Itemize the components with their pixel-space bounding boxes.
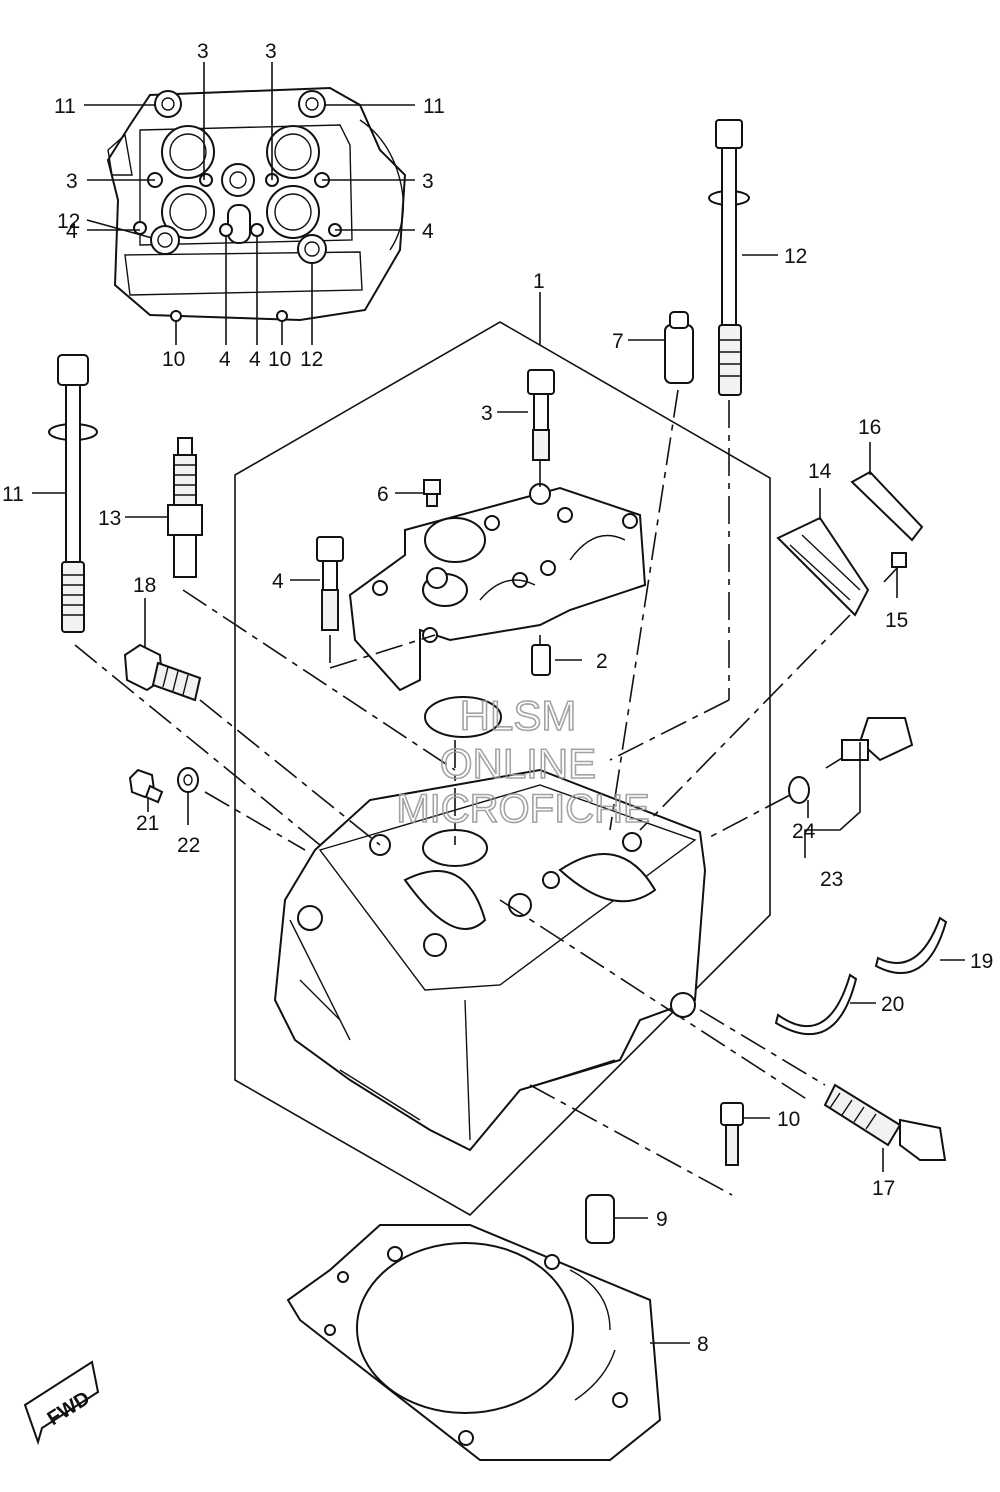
- o-ring: [424, 696, 502, 738]
- bolt-17: [823, 1083, 947, 1161]
- callout-3: 3: [197, 40, 209, 63]
- guide-20: [774, 973, 858, 1036]
- callout-21: 21: [136, 812, 159, 835]
- callout-10: 10: [777, 1108, 800, 1131]
- callout-18: 18: [133, 574, 156, 597]
- callout-19: 19: [970, 950, 993, 973]
- callout-13: 13: [98, 507, 121, 530]
- bolt-21: [128, 768, 164, 804]
- callout-11: 11: [54, 95, 76, 118]
- callout-11: 11: [423, 95, 445, 118]
- bolt-4: [316, 536, 344, 631]
- fwd-arrow: FWD: [23, 1360, 100, 1446]
- stud-bolt-11: [48, 354, 98, 633]
- callout-8: 8: [697, 1333, 709, 1356]
- bolt-18: [123, 643, 202, 702]
- watermark-line-2: ONLINE: [440, 740, 596, 787]
- callout-6: 6: [377, 483, 389, 506]
- bolt-10: [720, 1102, 744, 1166]
- screw-15: [883, 552, 907, 583]
- callout-9: 9: [656, 1208, 668, 1231]
- callout-17: 17: [872, 1177, 895, 1200]
- callout-4: 4: [66, 220, 78, 243]
- callout-24: 24: [792, 820, 816, 843]
- callout-7: 7: [612, 330, 624, 353]
- watermark: HLSM ONLINE MICROFICHE: [396, 691, 651, 832]
- callout-4: 4: [422, 220, 434, 243]
- stud-bolt-12: [708, 119, 750, 396]
- callout-3: 3: [66, 170, 78, 193]
- callout-20: 20: [881, 993, 904, 1016]
- callout-10: 10: [268, 348, 291, 371]
- guide-19: [874, 916, 948, 975]
- temperature-sensor-23: [825, 717, 914, 769]
- callout-3: 3: [265, 40, 277, 63]
- callout-14: 14: [808, 460, 832, 483]
- cylinder-head-gasket-8: [286, 1224, 662, 1461]
- callout-1: 1: [533, 270, 545, 293]
- inset-leader-lines: [84, 62, 415, 345]
- callout-15: 15: [885, 609, 908, 632]
- watermark-line-3: MICROFICHE: [396, 787, 649, 831]
- callout-3: 3: [481, 402, 493, 425]
- clamp-16: [850, 470, 924, 542]
- plug-7: [664, 311, 694, 384]
- callout-12: 12: [300, 348, 323, 371]
- callout-16: 16: [858, 416, 881, 439]
- callout-22: 22: [177, 834, 200, 857]
- callout-12: 12: [784, 245, 807, 268]
- main-leader-lines: [32, 254, 965, 1344]
- head-top-view-inset: [106, 86, 407, 322]
- callout-12: 12: [57, 210, 80, 233]
- camshaft-holder: [348, 483, 647, 692]
- dowel-pin-9: [585, 1194, 615, 1244]
- bolt-6: [423, 479, 441, 507]
- cylinder-head-1: [273, 768, 707, 1152]
- o-ring-24: [788, 776, 810, 804]
- callout-4: 4: [219, 348, 231, 371]
- spark-plug-13: [167, 437, 203, 578]
- callout-11: 11: [2, 483, 24, 506]
- assembly-outline-box: [234, 321, 771, 1216]
- callout-4: 4: [272, 570, 284, 593]
- washer-22: [177, 767, 199, 793]
- callout-labels: 11 3 3 11 3 3 12 4 4 10 4 4 10 12 1 7 12…: [2, 40, 993, 1356]
- watermark-line-1: HLSM: [460, 692, 577, 739]
- callout-4: 4: [249, 348, 261, 371]
- callout-23: 23: [820, 868, 843, 891]
- callout-3: 3: [422, 170, 434, 193]
- callout-10: 10: [162, 348, 185, 371]
- callout-2: 2: [596, 650, 608, 673]
- dowel-pin-2: [531, 644, 551, 676]
- intake-pipe-14: [776, 516, 870, 617]
- bolt-3: [527, 369, 555, 461]
